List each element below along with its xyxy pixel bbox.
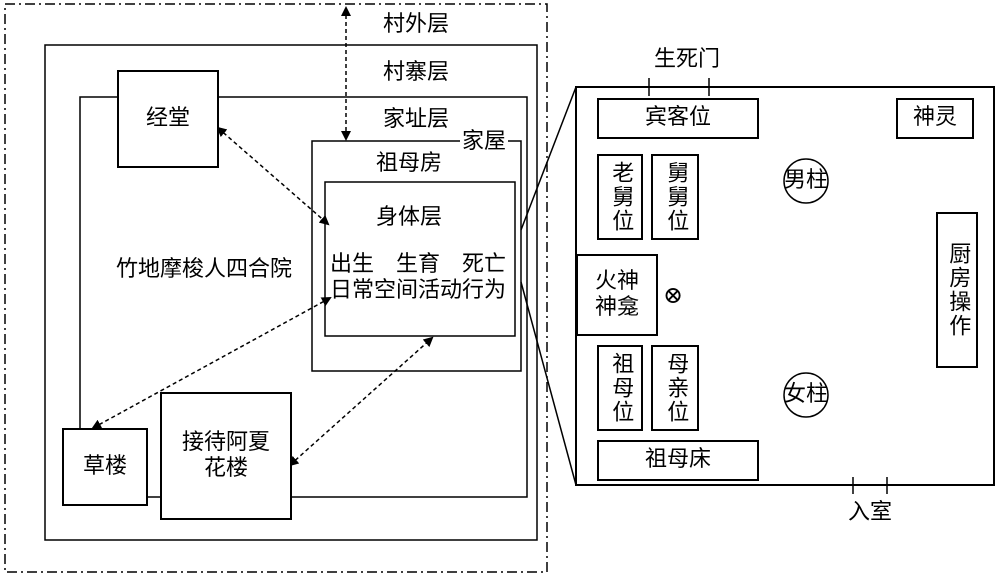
fire-god-line-2: 神龛: [594, 295, 639, 320]
entry-label: 入室: [848, 500, 893, 525]
fire-god-line-1: 火神: [594, 268, 639, 294]
laojiu-seat-label: 老舅位: [608, 161, 634, 233]
village-layer-frame: [44, 44, 538, 541]
zoom-line-bottom: [520, 281, 577, 486]
jiujiu-seat-label: 舅舅位: [663, 161, 689, 233]
female-pillar-circle: [783, 372, 829, 418]
grandmother-bed-box: 祖母床: [597, 440, 759, 481]
jingtang-box: 经堂: [117, 70, 219, 168]
female-pillar-label: 女柱: [784, 382, 829, 407]
body-layer-frame: [324, 181, 516, 337]
caolou-box: 草楼: [62, 428, 148, 506]
zoom-line-top: [520, 86, 577, 231]
male-pillar-label: 男柱: [784, 168, 829, 193]
spirit-box: 神灵: [896, 98, 974, 139]
male-pillar-circle: [783, 158, 829, 204]
arrow-caolou-to-body: [91, 297, 332, 429]
homestead-layer-label: 家址层: [383, 107, 450, 132]
guest-seat-box: 宾客位: [597, 98, 759, 139]
kitchen-label: 厨房操作: [945, 242, 971, 338]
jiujiu-seat-box: 舅舅位: [651, 154, 699, 240]
flower-house-box: 接待阿夏 花楼: [160, 392, 292, 520]
arrow-flowerhouse-to-body: [288, 336, 434, 467]
life-events-label: 出生 生育 死亡: [330, 252, 507, 277]
fire-god-shrine-box: 火神 神龛: [576, 254, 658, 336]
gate-label: 生死门: [654, 47, 721, 72]
village-layer-label: 村寨层: [383, 60, 450, 85]
arrow-jingtang-to-body: [216, 126, 330, 226]
kitchen-box: 厨房操作: [936, 212, 978, 368]
hearth-icon: ⊗: [663, 281, 684, 309]
jingtang-label: 经堂: [145, 105, 190, 131]
caolou-label: 草楼: [82, 453, 127, 479]
daily-activities-label: 日常空间活动行为: [330, 278, 507, 303]
mother-seat-label: 母亲位: [663, 352, 689, 424]
spirit-label: 神灵: [912, 105, 957, 131]
flower-house-line-1: 接待阿夏: [181, 429, 270, 455]
body-layer-label: 身体层: [376, 205, 443, 230]
homestead-layer-frame: [79, 96, 528, 498]
house-label: 家屋: [460, 129, 509, 154]
siheyuan-label: 竹地摩梭人四合院: [116, 257, 293, 282]
mother-seat-box: 母亲位: [651, 345, 699, 431]
guest-seat-label: 宾客位: [644, 105, 711, 131]
grandmother-bed-label: 祖母床: [644, 447, 711, 473]
laojiu-seat-box: 老舅位: [597, 154, 643, 240]
outer-layer-frame: [4, 3, 548, 573]
zumufang-label: 祖母房: [376, 151, 443, 176]
outer-layer-label: 村外层: [383, 12, 450, 37]
grandmother-seat-label: 祖母位: [608, 352, 634, 424]
grandmother-seat-box: 祖母位: [597, 345, 643, 431]
flower-house-line-2: 花楼: [203, 456, 248, 481]
